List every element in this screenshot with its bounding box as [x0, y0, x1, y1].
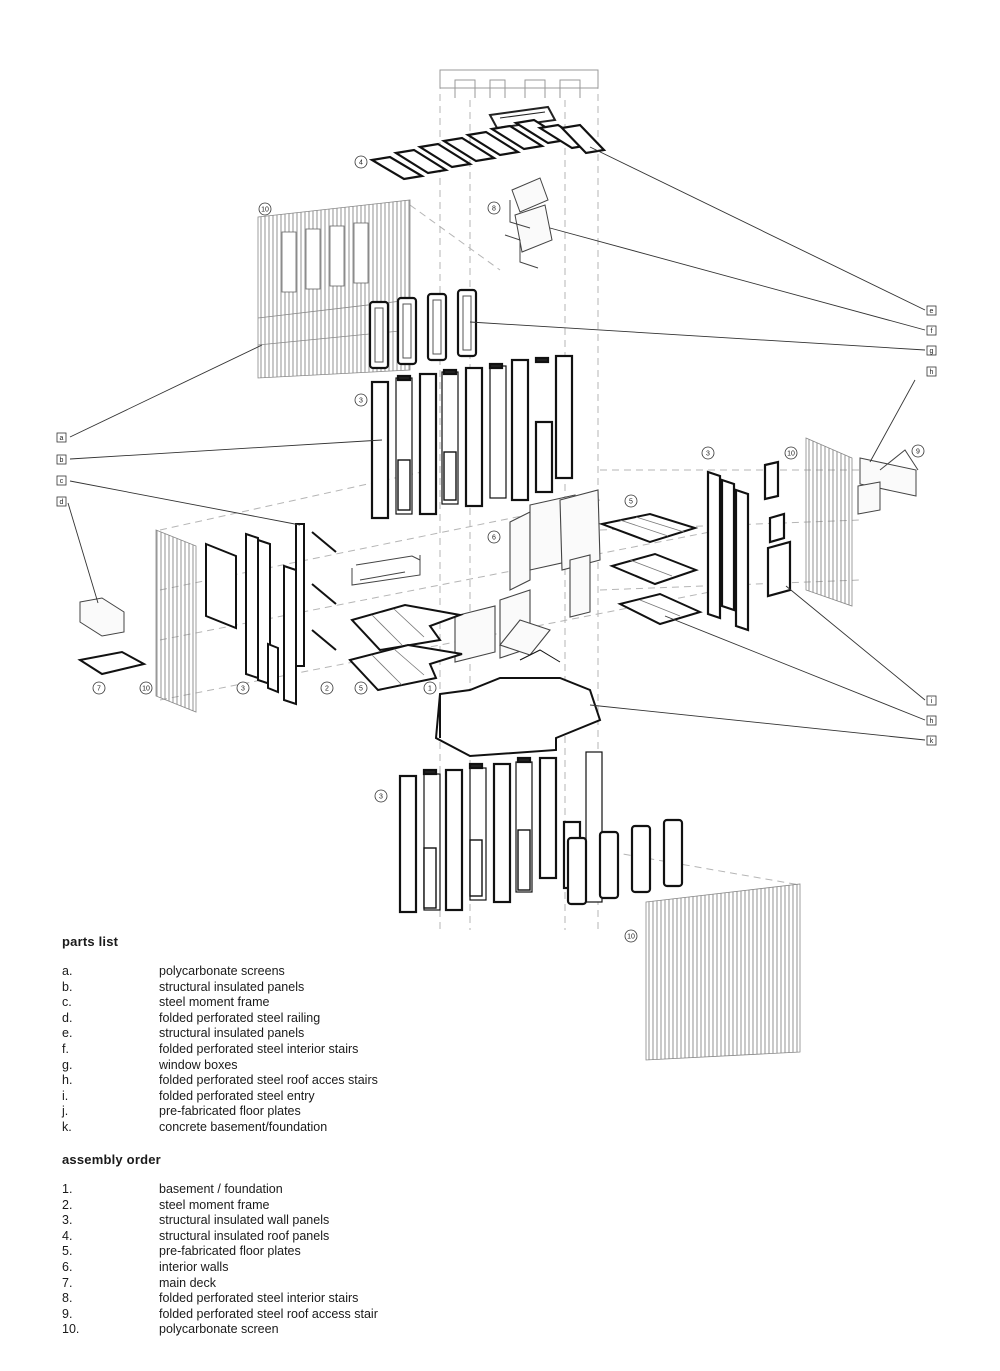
- svg-text:7: 7: [97, 686, 101, 693]
- callout-d: d: [56, 496, 67, 507]
- svg-text:2: 2: [325, 686, 329, 693]
- callout-7: 7: [92, 681, 106, 695]
- callout-i: i: [926, 695, 937, 706]
- callout-b: b: [56, 454, 67, 465]
- exploded-axonometric-diagram: 4 10 8 3 3 10 9 5 6 7 10 3 2 5 1 3 10 a …: [56, 69, 937, 1061]
- svg-text:e: e: [930, 308, 934, 315]
- svg-text:c: c: [60, 478, 64, 485]
- interior-stair-assembly: [504, 177, 553, 269]
- basement-foundation: [434, 649, 602, 758]
- roof-frame-outline: [439, 69, 599, 98]
- wall-panels-right: [706, 460, 792, 632]
- svg-text:3: 3: [379, 794, 383, 801]
- railing: [351, 555, 421, 586]
- svg-text:g: g: [930, 348, 934, 355]
- roof-hatch: [488, 105, 557, 130]
- svg-text:k: k: [930, 738, 934, 745]
- callout-10-right: 10: [784, 446, 798, 460]
- svg-text:h: h: [930, 718, 934, 725]
- callout-5-right: 5: [624, 494, 638, 508]
- polycarbonate-screen-lower: [645, 883, 801, 1061]
- callout-c: c: [56, 475, 67, 486]
- letter-callouts: a b c d e f g h i h k: [56, 305, 937, 746]
- svg-text:f: f: [931, 328, 933, 335]
- callout-5-left: 5: [354, 681, 368, 695]
- svg-text:10: 10: [627, 934, 635, 941]
- svg-text:5: 5: [359, 686, 363, 693]
- svg-text:10: 10: [787, 451, 795, 458]
- callout-6: 6: [487, 530, 501, 544]
- svg-text:3: 3: [241, 686, 245, 693]
- polycarbonate-screen-left: [155, 529, 197, 713]
- main-deck: [77, 597, 147, 676]
- callout-f: f: [926, 325, 937, 336]
- svg-text:8: 8: [492, 206, 496, 213]
- assembly-order-title: assembly order: [62, 1152, 161, 1167]
- svg-text:4: 4: [359, 160, 363, 167]
- window-boxes-upper: [368, 288, 478, 370]
- callout-3-lower: 3: [374, 789, 388, 803]
- svg-text:b: b: [60, 457, 64, 464]
- svg-text:10: 10: [261, 207, 269, 214]
- callout-10-lower: 10: [624, 929, 638, 943]
- svg-text:6: 6: [492, 535, 496, 542]
- callout-a: a: [56, 432, 67, 443]
- callout-g: g: [926, 345, 937, 356]
- window-boxes-lower: [566, 818, 684, 906]
- leader-lines: [67, 146, 926, 741]
- svg-text:9: 9: [916, 449, 920, 456]
- svg-text:3: 3: [359, 398, 363, 405]
- callout-10-upper: 10: [258, 202, 272, 216]
- callout-h-upper: h: [926, 366, 937, 377]
- svg-text:d: d: [60, 499, 64, 506]
- callout-9: 9: [911, 444, 925, 458]
- interior-walls: [454, 489, 601, 663]
- polycarbonate-screen-right: [805, 437, 853, 607]
- callout-3-right: 3: [701, 446, 715, 460]
- parts-list-title: parts list: [62, 934, 119, 949]
- callout-h-lower: h: [926, 715, 937, 726]
- callout-3-left: 3: [236, 681, 250, 695]
- wall-panels-lower: [398, 751, 603, 914]
- svg-text:a: a: [60, 435, 64, 442]
- svg-text:i: i: [931, 698, 933, 705]
- svg-text:h: h: [930, 369, 934, 376]
- wall-panels-left: [205, 532, 297, 706]
- callout-e: e: [926, 305, 937, 316]
- callout-10-left: 10: [139, 681, 153, 695]
- callout-k: k: [926, 735, 937, 746]
- svg-text:5: 5: [629, 499, 633, 506]
- steel-moment-frame: [295, 523, 337, 667]
- roof-panels: [368, 118, 607, 181]
- svg-text:10: 10: [142, 686, 150, 693]
- floor-plates-left: [348, 603, 464, 692]
- callout-1: 1: [423, 681, 437, 695]
- callout-2: 2: [320, 681, 334, 695]
- callout-4: 4: [354, 155, 368, 169]
- wall-panels-upper: [370, 354, 574, 520]
- svg-text:3: 3: [706, 451, 710, 458]
- callout-8: 8: [487, 201, 501, 215]
- svg-text:1: 1: [428, 686, 432, 693]
- callout-3-upper: 3: [354, 393, 368, 407]
- number-callouts: 4 10 8 3 3 10 9 5 6 7 10 3 2 5 1 3 10: [92, 155, 925, 943]
- roof-access-stair: [857, 449, 919, 515]
